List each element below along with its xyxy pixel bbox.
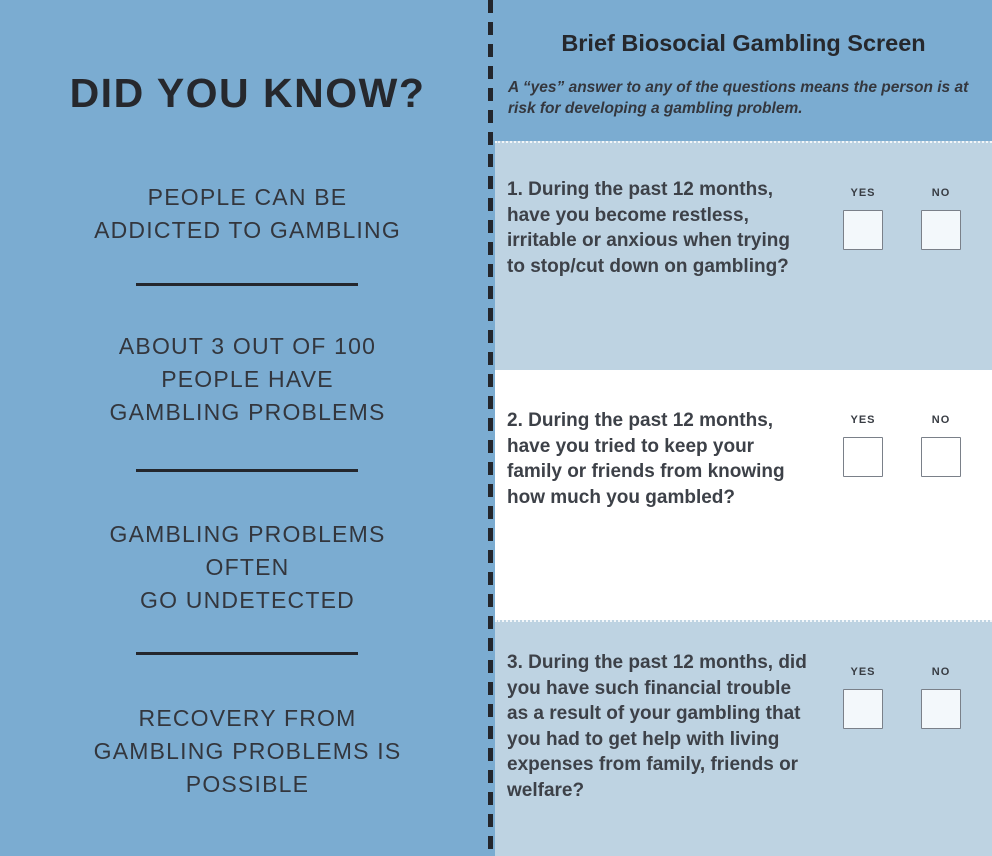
fact-line: PEOPLE HAVE <box>161 366 334 392</box>
divider-line <box>136 283 358 286</box>
question-text: 3. During the past 12 months, did you ha… <box>507 652 807 801</box>
yes-label: YES <box>850 414 876 426</box>
no-checkbox[interactable] <box>921 689 961 729</box>
dashed-divider <box>488 0 493 856</box>
yes-checkbox[interactable] <box>843 437 883 477</box>
answer-group: YES NO <box>843 414 961 477</box>
fact-line: PEOPLE CAN BE <box>147 184 348 210</box>
yes-checkbox[interactable] <box>843 689 883 729</box>
fact-line: RECOVERY FROM <box>138 705 357 731</box>
fact-line: GAMBLING PROBLEMS IS <box>93 738 402 764</box>
question-block-1: 1. During the past 12 months, have you b… <box>495 141 992 370</box>
divider-line <box>136 652 358 655</box>
fact-line: GAMBLING PROBLEMS <box>109 521 386 547</box>
yes-checkbox[interactable] <box>843 210 883 250</box>
fact-undetected: GAMBLING PROBLEMS OFTEN GO UNDETECTED <box>0 518 495 617</box>
question-text: 1. During the past 12 months, have you b… <box>507 179 790 277</box>
yes-label: YES <box>850 666 876 678</box>
fact-line: ADDICTED TO GAMBLING <box>94 217 401 243</box>
no-checkbox[interactable] <box>921 210 961 250</box>
yes-column: YES <box>843 414 883 477</box>
no-column: NO <box>921 666 961 729</box>
answer-group: YES NO <box>843 187 961 250</box>
gambling-screen-panel: Brief Biosocial Gambling Screen A “yes” … <box>495 0 992 856</box>
screen-subtitle: A “yes” answer to any of the questions m… <box>508 79 969 117</box>
page-title: DID YOU KNOW? <box>69 70 426 116</box>
yes-label: YES <box>850 187 876 199</box>
no-column: NO <box>921 414 961 477</box>
fact-line: ABOUT 3 OUT OF 100 <box>118 333 377 359</box>
fact-prevalence: ABOUT 3 OUT OF 100 PEOPLE HAVE GAMBLING … <box>0 330 495 429</box>
fact-line: GO UNDETECTED <box>140 587 355 613</box>
divider-line <box>136 469 358 472</box>
question-block-2: 2. During the past 12 months, have you t… <box>495 370 992 620</box>
no-label: NO <box>931 187 951 199</box>
yes-column: YES <box>843 187 883 250</box>
question-block-3: 3. During the past 12 months, did you ha… <box>495 620 992 856</box>
no-column: NO <box>921 187 961 250</box>
question-text: 2. During the past 12 months, have you t… <box>507 410 785 508</box>
did-you-know-panel: DID YOU KNOW? PEOPLE CAN BE ADDICTED TO … <box>0 0 495 856</box>
answer-group: YES NO <box>843 666 961 729</box>
fact-addiction: PEOPLE CAN BE ADDICTED TO GAMBLING <box>0 181 495 247</box>
no-checkbox[interactable] <box>921 437 961 477</box>
screen-title: Brief Biosocial Gambling Screen <box>561 30 926 56</box>
no-label: NO <box>931 414 951 426</box>
fact-line: POSSIBLE <box>185 771 310 797</box>
fact-recovery: RECOVERY FROM GAMBLING PROBLEMS IS POSSI… <box>0 702 495 801</box>
fact-line: OFTEN <box>205 554 290 580</box>
no-label: NO <box>931 666 951 678</box>
yes-column: YES <box>843 666 883 729</box>
fact-line: GAMBLING PROBLEMS <box>109 399 386 425</box>
